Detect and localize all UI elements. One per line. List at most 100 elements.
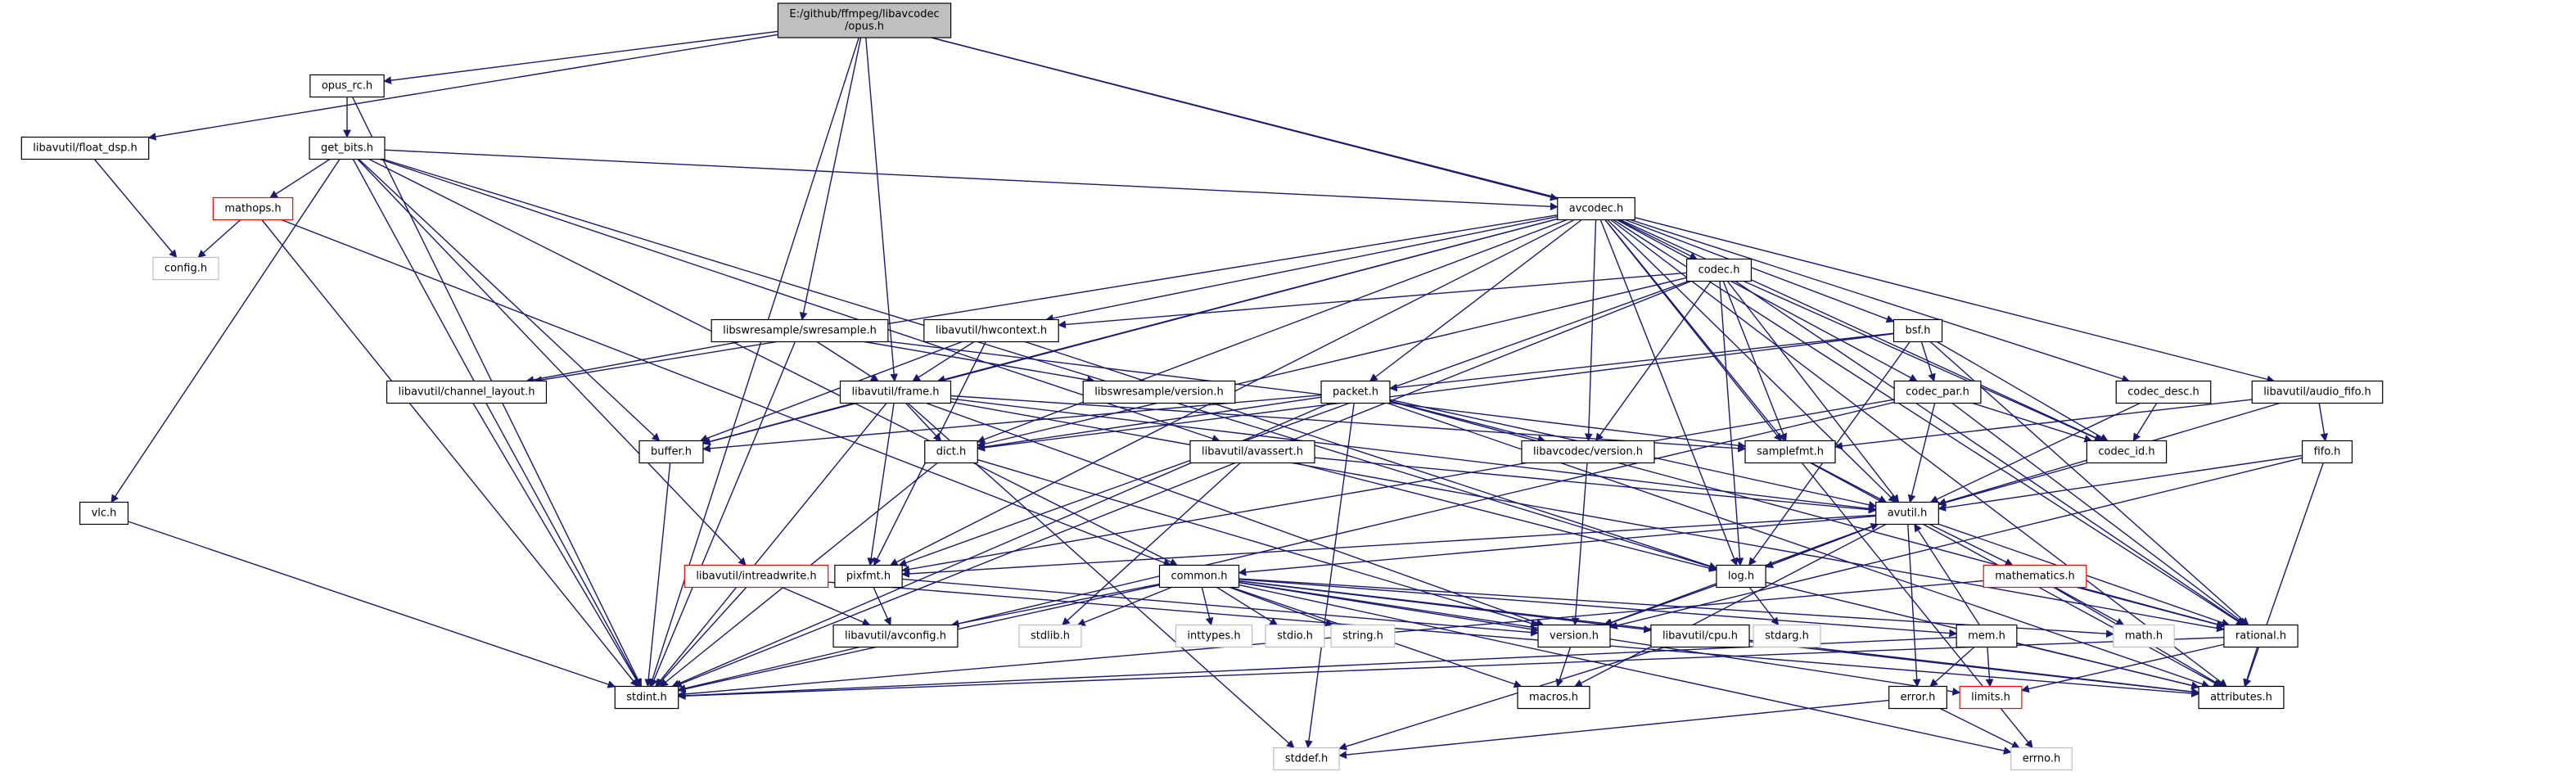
- node-stdlib[interactable]: stdlib.h: [1018, 624, 1082, 648]
- node-lavc-version[interactable]: libavcodec/version.h: [1521, 440, 1655, 464]
- node-label: avutil.h: [1888, 508, 1928, 520]
- node-label: stdio.h: [1277, 630, 1313, 643]
- node-box: [1537, 624, 1611, 648]
- node-box: [2115, 380, 2212, 404]
- node-intreadwrite[interactable]: libavutil/intreadwrite.h: [683, 564, 829, 589]
- edge-avcodec-to-channel-layout: [534, 214, 1558, 384]
- node-errno[interactable]: errno.h: [2010, 747, 2073, 771]
- node-box: [1557, 196, 1635, 221]
- edge-avcodec-to-errno: [1604, 219, 2033, 749]
- node-root[interactable]: E:/github/ffmpeg/libavcodec/opus.h: [777, 2, 952, 38]
- edge-get-bits-to-buffer: [358, 158, 661, 442]
- node-sw-version[interactable]: libswresample/version.h: [1082, 380, 1236, 404]
- edge-avcodec-to-hwcontext: [1044, 215, 1558, 323]
- node-label: avcodec.h: [1569, 203, 1624, 215]
- node-version[interactable]: version.h: [1537, 624, 1611, 648]
- node-label: libavutil/avassert.h: [1202, 446, 1303, 458]
- edge-codec-to-samplefmt: [1722, 281, 1788, 442]
- node-box: [1744, 440, 1836, 464]
- node-box: [1716, 564, 1766, 589]
- node-inttypes[interactable]: inttypes.h: [1175, 624, 1253, 648]
- node-float-dsp[interactable]: libavutil/float_dsp.h: [20, 136, 150, 160]
- node-attributes[interactable]: attributes.h: [2198, 685, 2285, 710]
- edge-mem-to-limits: [1985, 647, 1994, 688]
- node-get-bits[interactable]: get_bits.h: [309, 136, 386, 160]
- node-dict[interactable]: dict.h: [924, 440, 978, 464]
- node-config[interactable]: config.h: [152, 256, 219, 281]
- node-stdio[interactable]: stdio.h: [1265, 624, 1325, 648]
- node-box: [1158, 564, 1240, 589]
- node-mathematics[interactable]: mathematics.h: [1983, 564, 2087, 589]
- node-codec[interactable]: codec.h: [1685, 258, 1753, 282]
- edge-codec-par-to-pixfmt: [901, 399, 1895, 574]
- node-codec-id[interactable]: codec_id.h: [2086, 440, 2168, 464]
- node-box: [2251, 380, 2384, 404]
- node-macros[interactable]: macros.h: [1517, 685, 1590, 710]
- edge-mathematics-to-rational: [2076, 586, 2225, 629]
- node-opus-rc[interactable]: opus_rc.h: [309, 74, 385, 98]
- node-label: packet.h: [1333, 386, 1378, 399]
- node-samplefmt[interactable]: samplefmt.h: [1744, 440, 1836, 464]
- node-box: [923, 318, 1059, 343]
- edge-common-to-errno: [1238, 584, 2012, 755]
- node-codec-par[interactable]: codec_par.h: [1893, 380, 1982, 404]
- edge-packet-to-dict: [977, 396, 1322, 451]
- node-audio-fifo[interactable]: libavutil/audio_fifo.h: [2251, 380, 2384, 404]
- node-mem[interactable]: mem.h: [1956, 624, 2018, 648]
- edge-avcodec-to-codec-id: [1620, 219, 2104, 442]
- node-frame[interactable]: libavutil/frame.h: [839, 380, 952, 404]
- node-label: libavutil/channel_layout.h: [399, 386, 535, 399]
- edge-avcodec-to-dict: [977, 219, 1568, 444]
- node-rational[interactable]: rational.h: [2223, 624, 2299, 648]
- node-limits[interactable]: limits.h: [1959, 685, 2023, 710]
- node-bsf[interactable]: bsf.h: [1893, 318, 1943, 343]
- edge-pixfmt-to-avconfig: [873, 587, 891, 626]
- edge-bsf-to-packet: [1388, 332, 1894, 392]
- node-avassert[interactable]: libavutil/avassert.h: [1189, 440, 1315, 464]
- node-box: [839, 380, 952, 404]
- node-error[interactable]: error.h: [1888, 685, 1947, 710]
- node-label: codec.h: [1699, 264, 1740, 277]
- node-box: [832, 624, 959, 648]
- node-label: libavutil/hwcontext.h: [936, 325, 1047, 337]
- edge-common-to-string: [1229, 586, 1333, 627]
- node-label: samplefmt.h: [1757, 446, 1824, 458]
- edge-buffer-to-stdint: [644, 462, 671, 688]
- node-label: mathops.h: [224, 203, 281, 215]
- node-string[interactable]: string.h: [1330, 624, 1396, 648]
- edge-bsf-to-dict: [977, 333, 1894, 452]
- node-avcodec[interactable]: avcodec.h: [1557, 196, 1635, 221]
- edge-avutil-to-mathematics: [1929, 523, 2014, 566]
- node-codec-desc[interactable]: codec_desc.h: [2115, 380, 2212, 404]
- node-mathops[interactable]: mathops.h: [212, 196, 294, 221]
- node-swresample[interactable]: libswresample/swresample.h: [711, 318, 889, 343]
- node-pixfmt[interactable]: pixfmt.h: [834, 564, 903, 589]
- node-avconfig[interactable]: libavutil/avconfig.h: [832, 624, 959, 648]
- node-packet[interactable]: packet.h: [1320, 380, 1391, 404]
- edge-avcodec-to-codec-par: [1616, 219, 1918, 382]
- node-log[interactable]: log.h: [1716, 564, 1766, 589]
- edge-channel-layout-to-stdint: [472, 403, 641, 688]
- node-avutil[interactable]: avutil.h: [1875, 501, 1939, 526]
- node-cpu[interactable]: libavutil/cpu.h: [1650, 624, 1750, 648]
- edge-rational-to-limits: [2020, 643, 2225, 693]
- node-channel-layout[interactable]: libavutil/channel_layout.h: [386, 380, 548, 404]
- node-stdarg[interactable]: stdarg.h: [1753, 624, 1821, 648]
- edge-log-to-version: [1604, 584, 1717, 627]
- node-stdint[interactable]: stdint.h: [614, 685, 679, 710]
- edge-swresample-to-stdint: [650, 341, 796, 688]
- node-vlc[interactable]: vlc.h: [79, 501, 129, 526]
- node-math[interactable]: math.h: [2113, 624, 2175, 648]
- node-label: config.h: [165, 263, 207, 275]
- node-box: [638, 440, 704, 464]
- node-box: [1893, 380, 1982, 404]
- node-stddef[interactable]: stddef.h: [1273, 747, 1340, 771]
- node-box: [1893, 318, 1943, 343]
- node-common[interactable]: common.h: [1158, 564, 1240, 589]
- node-buffer[interactable]: buffer.h: [638, 440, 704, 464]
- node-label: E:/github/ffmpeg/libavcodec: [789, 8, 939, 20]
- node-fifo[interactable]: fifo.h: [2301, 440, 2353, 464]
- node-hwcontext[interactable]: libavutil/hwcontext.h: [923, 318, 1059, 343]
- edge-lavc-version-to-version: [1571, 462, 1588, 626]
